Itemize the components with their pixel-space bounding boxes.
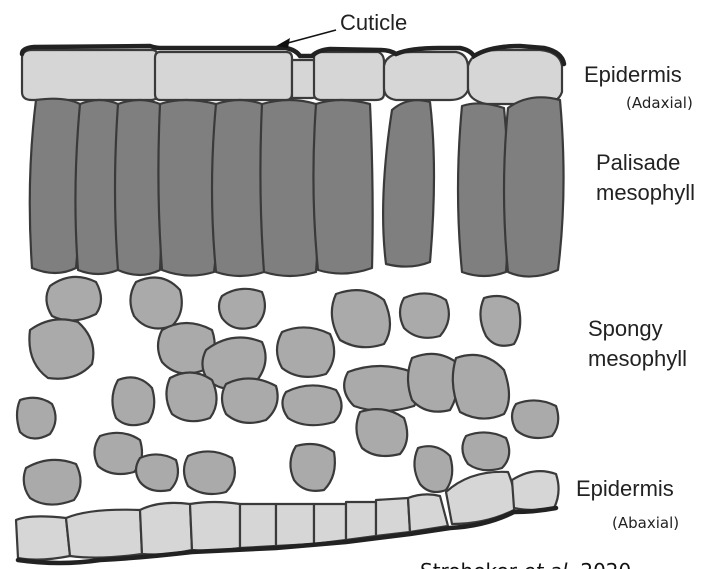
spongy-cell (453, 355, 509, 419)
spongy-cell (512, 400, 558, 438)
lower-epidermis-cell (140, 503, 192, 555)
lower-epidermis-cell (190, 502, 240, 551)
adaxial-label: (Adaxial) (626, 94, 693, 112)
epidermis-bottom-label: Epidermis (576, 476, 674, 501)
palisade-cell (313, 100, 372, 274)
palisade-cell (115, 100, 162, 275)
spongy-label-line1: Spongy (588, 316, 663, 341)
spongy-cell (166, 372, 216, 421)
spongy-cell (414, 446, 452, 492)
upper-epidermis-cell (292, 60, 316, 98)
spongy-cell (112, 377, 154, 425)
lower-epidermis-cell (314, 504, 346, 544)
lower-epidermis (16, 471, 559, 563)
upper-epidermis (22, 46, 564, 104)
upper-epidermis-cell (468, 50, 562, 104)
cuticle-label: Cuticle (340, 10, 407, 35)
spongy-cell (290, 444, 334, 491)
citation-year: 2020 (580, 559, 631, 569)
cuticle-arrow (276, 30, 336, 48)
upper-epidermis-cell (22, 50, 158, 100)
upper-epidermis-cell (384, 52, 468, 100)
spongy-cell (184, 451, 235, 494)
citation-authors: Stroheker (420, 559, 518, 569)
upper-epidermis-cell (155, 52, 292, 100)
spongy-cell (480, 296, 520, 346)
spongy-cell (130, 278, 181, 329)
spongy-cell (94, 433, 142, 474)
spongy-cell (29, 319, 93, 378)
spongy-cell (17, 398, 56, 439)
palisade-cell (504, 97, 564, 276)
spongy-label-line2: mesophyll (588, 346, 687, 371)
spongy-cell (219, 289, 265, 329)
palisade-cell (383, 100, 434, 266)
palisade-label-line1: Palisade (596, 150, 680, 175)
lower-epidermis-cell (512, 471, 559, 510)
palisade-cell (212, 100, 267, 276)
lower-epidermis-cell (408, 494, 448, 532)
citation: Stroheker et al. 2020 (420, 559, 631, 569)
palisade-cell (260, 100, 319, 276)
lower-epidermis-cell (276, 504, 314, 546)
spongy-cell (400, 293, 449, 337)
spongy-cell (462, 432, 509, 470)
palisade-mesophyll (30, 97, 564, 276)
lower-epidermis-cell (66, 510, 142, 558)
lower-epidermis-cell (346, 502, 376, 540)
abaxial-label: (Abaxial) (612, 514, 679, 532)
spongy-cell (222, 378, 278, 422)
lower-epidermis-cell (240, 504, 276, 548)
citation-et-al: et al. (523, 559, 574, 569)
spongy-cell (277, 327, 334, 376)
palisade-cell (30, 99, 82, 273)
spongy-cell (282, 385, 341, 425)
spongy-mesophyll (17, 277, 558, 505)
lower-epidermis-cell (376, 498, 410, 536)
spongy-cell (24, 460, 81, 505)
epidermis-top-label: Epidermis (584, 62, 682, 87)
palisade-label-line2: mesophyll (596, 180, 695, 205)
palisade-cell (158, 100, 219, 276)
spongy-cell (46, 277, 101, 321)
lower-epidermis-cell (16, 516, 70, 559)
spongy-cell (136, 454, 178, 491)
spongy-cell (332, 290, 390, 347)
spongy-cell (356, 409, 407, 456)
palisade-cell (458, 103, 509, 276)
spongy-cell (408, 354, 458, 412)
upper-epidermis-cell (314, 52, 384, 100)
